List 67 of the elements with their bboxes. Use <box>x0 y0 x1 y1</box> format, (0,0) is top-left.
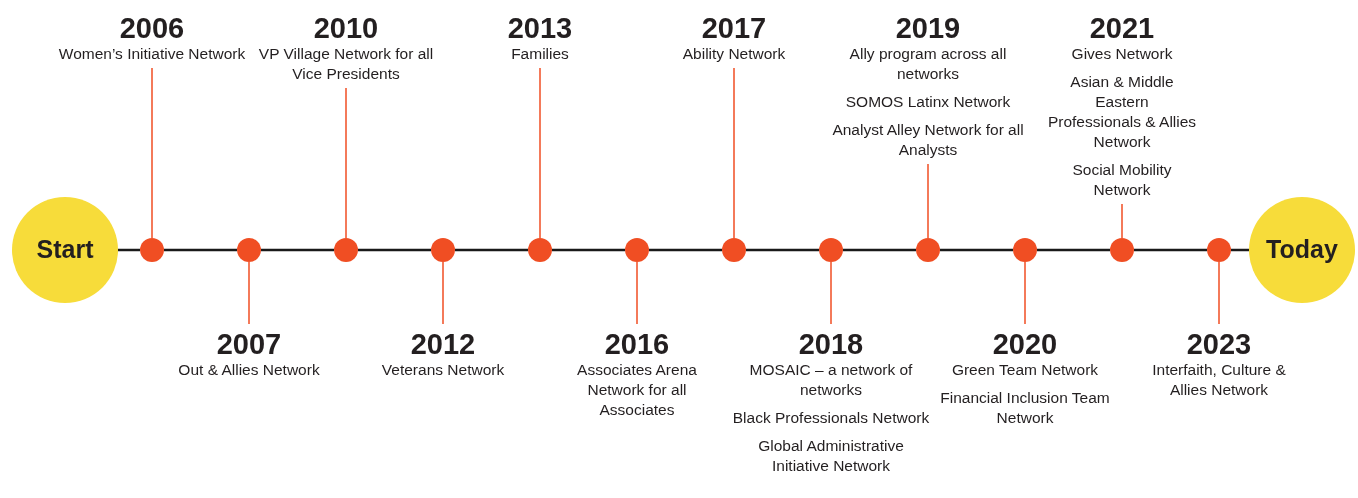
leader-line <box>733 67 735 239</box>
timeline-dot <box>237 238 261 262</box>
timeline-dot <box>528 238 552 262</box>
timeline-line <box>552 248 625 252</box>
network-name: Ally program across all networks <box>848 44 1008 84</box>
timeline-line <box>1037 248 1110 252</box>
leader-line <box>1024 261 1026 325</box>
year-heading: 2018 <box>798 328 864 360</box>
network-name: Financial Inclusion Team Network <box>940 388 1110 428</box>
timeline-dot <box>916 238 940 262</box>
timeline-line <box>940 248 1013 252</box>
timeline-line <box>649 248 722 252</box>
network-name: Black Professionals Network <box>732 408 930 428</box>
leader-line <box>442 261 444 325</box>
network-name: SOMOS Latinx Network <box>845 92 1011 112</box>
network-name: Interfaith, Culture & Allies Network <box>1151 360 1287 400</box>
timeline-line <box>118 248 140 252</box>
year-heading: 2012 <box>410 328 476 360</box>
network-name: Associates Arena Network for all Associates <box>576 360 698 420</box>
timeline-dot <box>819 238 843 262</box>
network-name: Asian & Middle Eastern Professionals & Allies Network <box>1047 72 1197 152</box>
network-name: Families <box>511 44 569 64</box>
timeline-dot <box>140 238 164 262</box>
leader-line <box>248 261 250 325</box>
timeline-line <box>1134 248 1207 252</box>
network-name: Gives Network <box>1071 44 1173 64</box>
network-name: Green Team Network <box>951 360 1099 380</box>
year-heading: 2017 <box>701 12 767 44</box>
leader-line <box>636 261 638 325</box>
timeline-dot <box>722 238 746 262</box>
network-name: Veterans Network <box>381 360 505 380</box>
network-name: Social Mobility Network <box>1071 160 1173 200</box>
timeline-line <box>455 248 528 252</box>
leader-line <box>1121 203 1123 239</box>
timeline-dot <box>625 238 649 262</box>
network-name: MOSAIC – a network of networks <box>748 360 914 400</box>
leader-line <box>1218 261 1220 325</box>
year-heading: 2023 <box>1186 328 1252 360</box>
year-heading: 2013 <box>507 12 573 44</box>
leader-line <box>539 67 541 239</box>
timeline-line <box>746 248 819 252</box>
network-name: Ability Network <box>682 44 786 64</box>
year-heading: 2016 <box>604 328 670 360</box>
timeline-line <box>164 248 237 252</box>
timeline-line <box>261 248 334 252</box>
leader-line <box>830 261 832 325</box>
timeline-dot <box>1013 238 1037 262</box>
timeline-line <box>358 248 431 252</box>
network-name: VP Village Network for all Vice Presidents <box>257 44 435 84</box>
year-heading: 2010 <box>313 12 379 44</box>
network-name: Women’s Initiative Network <box>58 44 246 64</box>
network-name: Analyst Alley Network for all Analysts <box>831 120 1025 160</box>
leader-line <box>151 67 153 239</box>
year-heading: 2006 <box>119 12 185 44</box>
timeline-dot <box>1207 238 1231 262</box>
year-heading: 2007 <box>216 328 282 360</box>
leader-line <box>927 163 929 239</box>
year-heading: 2021 <box>1089 12 1155 44</box>
network-name: Global Administrative Initiative Network <box>757 436 905 476</box>
year-heading: 2019 <box>895 12 961 44</box>
network-name: Out & Allies Network <box>178 360 320 380</box>
leader-line <box>345 87 347 239</box>
timeline-dot <box>1110 238 1134 262</box>
timeline-dot <box>431 238 455 262</box>
year-heading: 2020 <box>992 328 1058 360</box>
timeline-line <box>843 248 916 252</box>
timeline-dot <box>334 238 358 262</box>
